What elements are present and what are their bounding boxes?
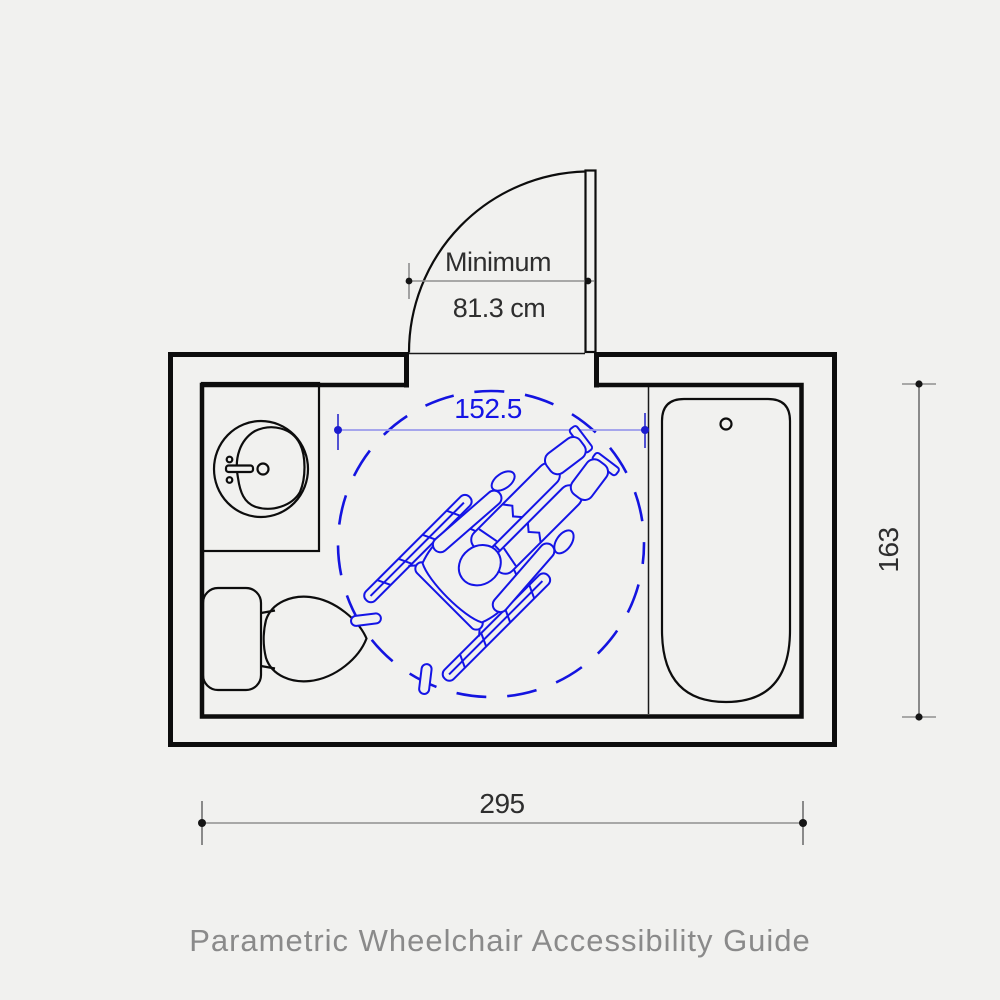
room-width-dimension: 295 [198, 788, 807, 845]
wheelchair-right-handle [418, 663, 433, 695]
bathtub [647, 387, 792, 714]
room-depth-dimension: 163 [873, 380, 936, 721]
sink-rim [212, 419, 310, 519]
bathtub-outline [660, 397, 792, 704]
wheelchair-left-wheel [363, 493, 473, 604]
toilet [201, 586, 368, 692]
room-depth-value: 163 [873, 527, 904, 572]
toilet-connector-top [260, 609, 276, 615]
sink-basin [235, 426, 306, 510]
occupant-right-hand [553, 529, 575, 555]
diagram-title: Parametric Wheelchair Accessibility Guid… [189, 923, 811, 958]
sink-faucet [224, 464, 255, 474]
occupant-left-hand [490, 470, 516, 492]
door-clearance-dimension: Minimum 81.3 cm [405, 247, 594, 323]
walls [168, 352, 837, 747]
wheelchair-turning-circle [336, 389, 646, 699]
inner-wall [199, 382, 804, 719]
wheelchair-left-handle [350, 612, 382, 627]
occupant-right-foot [569, 458, 610, 502]
turning-circle-dimension: 152.5 [334, 393, 649, 450]
occupant-right-arm [491, 542, 556, 614]
door-swing [407, 169, 597, 355]
door-leaf [584, 169, 597, 354]
sink-tap-hot [225, 455, 234, 464]
door-swing-arc [407, 170, 586, 353]
occupant-left-foot [543, 435, 587, 476]
sink-drain [256, 462, 270, 476]
occupant-head [457, 544, 502, 587]
bathtub-drain [719, 417, 733, 431]
wheelchair-right-wheel [441, 572, 552, 682]
sink-with-counter [200, 381, 321, 553]
occupant-left-arm [431, 489, 503, 554]
turning-diameter-value: 152.5 [454, 393, 522, 424]
door-clearance-label: Minimum [445, 247, 551, 277]
toilet-tank [201, 586, 263, 692]
toilet-bowl [262, 595, 368, 683]
door-clearance-value: 81.3 cm [453, 293, 546, 323]
outer-wall [168, 352, 837, 747]
room-width-value: 295 [479, 788, 524, 819]
wheelchair-with-occupant-top-view [350, 425, 620, 695]
sink-counter [200, 381, 321, 553]
sink-tap-cold [225, 476, 234, 484]
